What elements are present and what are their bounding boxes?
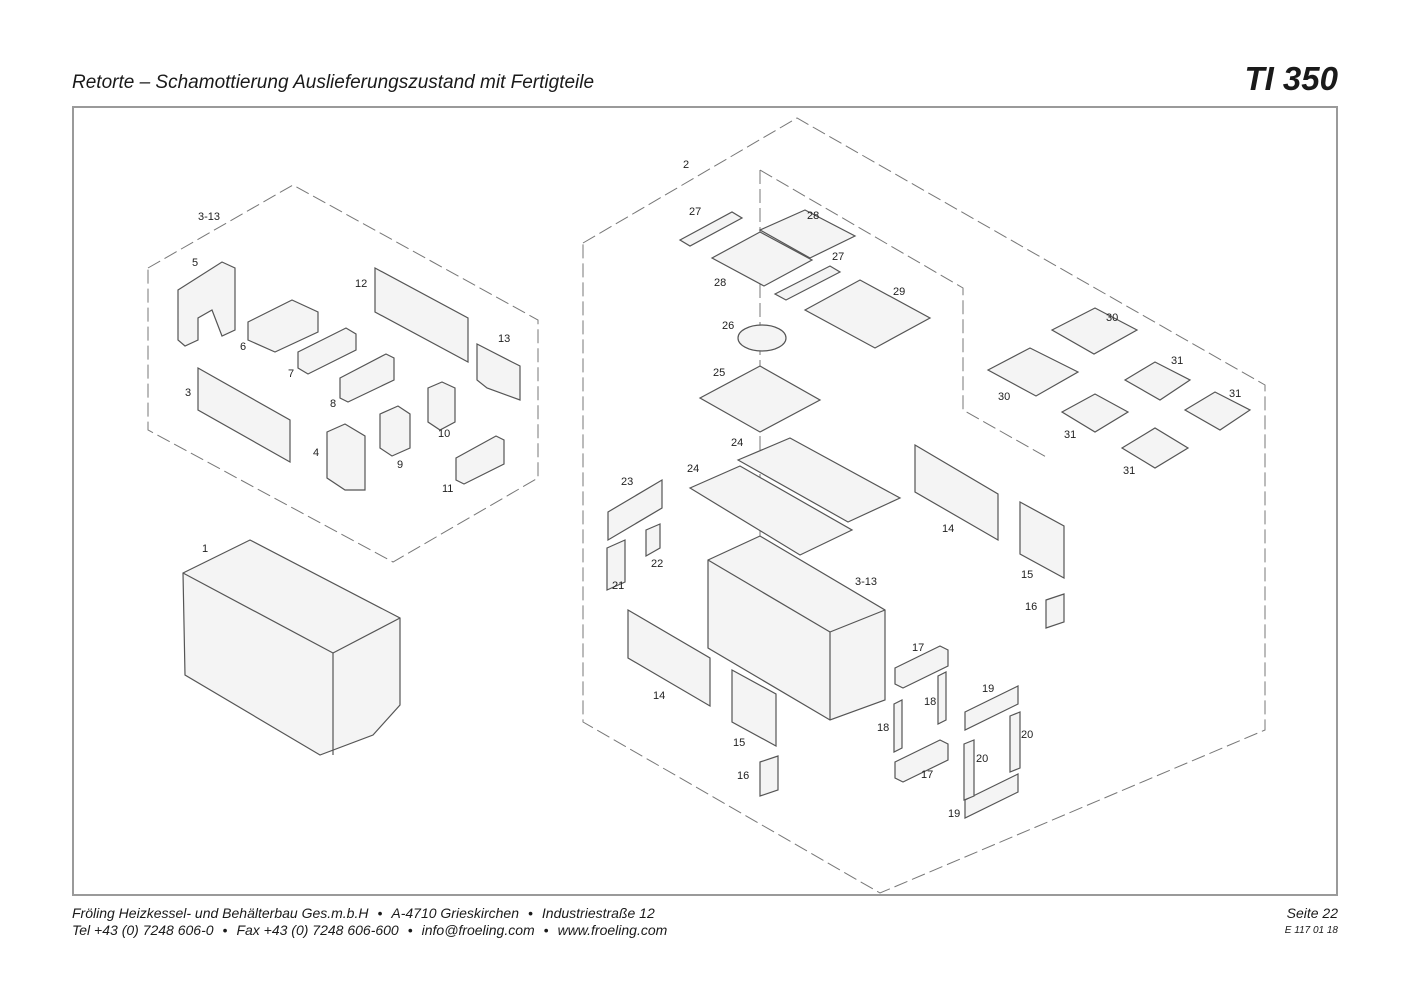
part-callout: 27 — [832, 251, 844, 263]
part-callout: 3-13 — [198, 211, 220, 223]
part-callout: 19 — [948, 808, 960, 820]
part-callout: 30 — [1106, 312, 1118, 324]
part-callout: 27 — [689, 206, 701, 218]
part-callout: 31 — [1171, 355, 1183, 367]
part-callout: 10 — [438, 428, 450, 440]
part-callout: 11 — [442, 483, 453, 495]
footer-tel: Tel +43 (0) 7248 606-0 — [72, 922, 214, 938]
part-callout: 15 — [733, 737, 745, 749]
part-callout: 3-13 — [855, 576, 877, 588]
part-callout: 30 — [998, 391, 1010, 403]
page-title: Retorte – Schamottierung Auslieferungszu… — [72, 72, 595, 93]
part-callout: 14 — [942, 523, 954, 535]
part-callout: 31 — [1123, 465, 1135, 477]
part-callout: 18 — [877, 722, 889, 734]
footer-contact-line: Tel +43 (0) 7248 606-0•Fax +43 (0) 7248 … — [72, 922, 668, 938]
page-number: Seite 22 — [1286, 905, 1338, 921]
part-callout: 17 — [921, 769, 933, 781]
part-callout: 24 — [731, 437, 743, 449]
footer-email[interactable]: info@froeling.com — [421, 922, 535, 938]
part-callout: 20 — [1021, 729, 1033, 741]
part-callout: 21 — [612, 580, 624, 592]
part-callout: 8 — [330, 398, 336, 410]
part-callout: 28 — [714, 277, 726, 289]
part-callout: 23 — [621, 476, 633, 488]
footer-fax: Fax +43 (0) 7248 606-600 — [236, 922, 399, 938]
footer-address: A-4710 Grieskirchen — [391, 905, 519, 921]
part-callout: 20 — [976, 753, 988, 765]
part-callout: 18 — [924, 696, 936, 708]
part-callout: 22 — [651, 558, 663, 570]
part-callout: 16 — [1025, 601, 1037, 613]
part-callout: 7 — [288, 368, 294, 380]
footer-street: Industriestraße 12 — [541, 905, 655, 921]
drawing-frame — [72, 106, 1338, 896]
part-callout: 5 — [192, 257, 198, 269]
part-callout: 29 — [893, 286, 905, 298]
part-callout: 15 — [1021, 569, 1033, 581]
part-callout: 12 — [355, 278, 367, 290]
footer-address-line: Fröling Heizkessel- und Behälterbau Ges.… — [72, 905, 655, 921]
part-callout: 17 — [912, 642, 924, 654]
footer-company: Fröling Heizkessel- und Behälterbau Ges.… — [72, 905, 369, 921]
footer-web[interactable]: www.froeling.com — [557, 922, 668, 938]
part-callout: 13 — [498, 333, 510, 345]
part-callout: 9 — [397, 459, 403, 471]
part-callout: 31 — [1229, 388, 1241, 400]
part-callout: 31 — [1064, 429, 1076, 441]
part-callout: 26 — [722, 320, 734, 332]
part-outlines — [177, 209, 1252, 819]
part-callout: 6 — [240, 341, 246, 353]
part-callout: 25 — [713, 367, 725, 379]
part-callout: 2 — [683, 159, 689, 171]
part-callout: 24 — [687, 463, 699, 475]
part-callout: 1 — [202, 543, 208, 555]
document-number: E 117 01 18 — [1284, 925, 1338, 936]
part-callout: 28 — [807, 210, 819, 222]
part-callout: 4 — [313, 447, 319, 459]
part-callout: 19 — [982, 683, 994, 695]
model-name: TI 350 — [1244, 60, 1338, 97]
part-callout: 3 — [185, 387, 191, 399]
part-callout: 16 — [737, 770, 749, 782]
part-callout: 14 — [653, 690, 665, 702]
